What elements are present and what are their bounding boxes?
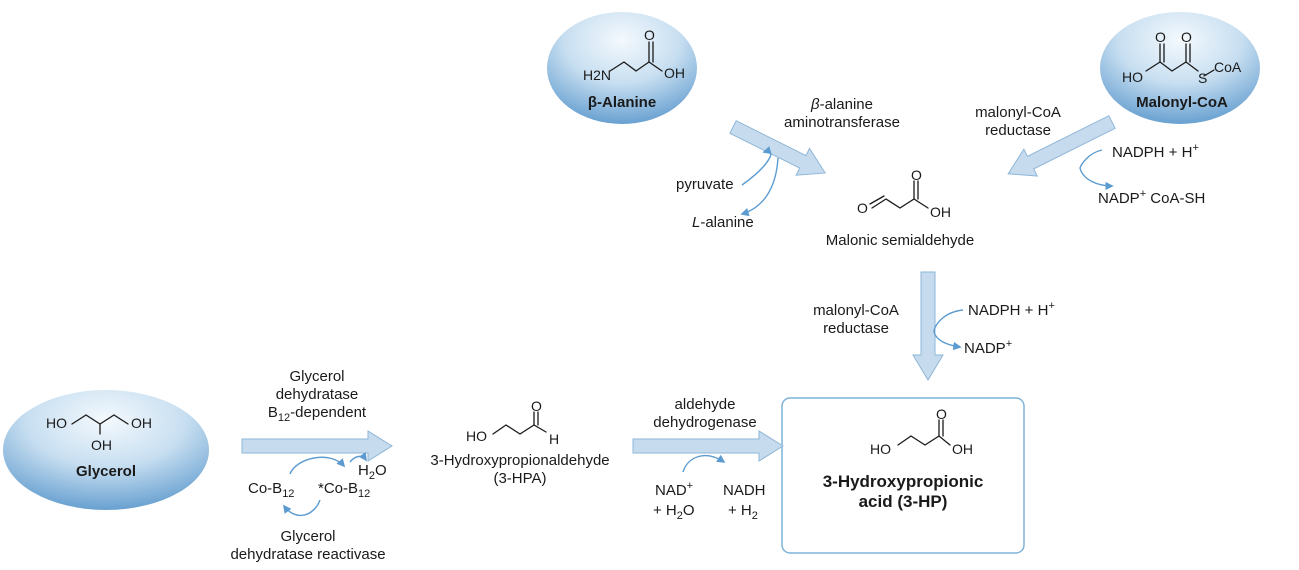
enzyme-beta-alanine-aminotransferase-line-1: β-alanine xyxy=(811,96,873,113)
malonic-semialdehyde-label: Malonic semialdehyde xyxy=(825,232,975,249)
hp-oxygen-atom: O xyxy=(936,406,947,422)
msa-acid-oxygen-atom: O xyxy=(911,167,922,183)
hp-label-line-2: acid (3-HP) xyxy=(858,492,948,511)
glycerol-ellipse xyxy=(3,390,209,510)
enzyme-glycerol-dehydratase: Glycerol dehydratase B12-dependent xyxy=(267,368,367,424)
enzyme-malonyl-coa-reductase-top: malonyl-CoA reductase xyxy=(975,104,1061,140)
malonyl-coa-hydroxyl-atom: HO xyxy=(1122,69,1143,85)
cofactor-plus-h2o: + H2O xyxy=(653,502,695,522)
curve-pyruvate-to-l-alanine xyxy=(741,146,772,186)
msa-hydroxyl-atom: OH xyxy=(930,204,951,220)
beta-alanine-amine-atom: H2N xyxy=(583,67,612,83)
malonyl-coa-sulfur-atom: S xyxy=(1198,70,1208,86)
enzyme-malonyl-coa-reductase-top-line-2: reductase xyxy=(985,122,1051,139)
arrow-beta-alanine-to-msa xyxy=(729,120,827,176)
enzyme-beta-alanine-aminotransferase-line-2: aminotransferase xyxy=(784,114,900,131)
cofactor-nad: NAD+ xyxy=(655,480,694,499)
malonyl-coa-oxygen2-atom: O xyxy=(1181,29,1192,45)
enzyme-glycerol-dehydratase-reactivase: Glycerol dehydratase reactivase xyxy=(230,528,385,564)
hp-label: 3-Hydroxypropionic acid (3-HP) xyxy=(823,472,984,512)
enzyme-beta-alanine-aminotransferase: β-alanine aminotransferase xyxy=(784,96,900,132)
enzyme-malonyl-coa-reductase-vertical: malonyl-CoA reductase xyxy=(813,302,899,338)
cofactor-co-b12-star: *Co-B12 xyxy=(318,480,371,500)
enzyme-aldehyde-dehydrogenase-line-1: aldehyde xyxy=(674,396,736,413)
glycerol-ho-atom: HO xyxy=(46,415,67,431)
glycerol-oh-center-atom: OH xyxy=(91,437,112,453)
curve-cob12-bottom xyxy=(282,499,321,517)
molecule-bonds xyxy=(71,41,1215,446)
cofactor-mid-nadph: NADPH + H+ xyxy=(968,300,1055,319)
enzyme-malonyl-coa-reductase-top-line-1: malonyl-CoA xyxy=(975,104,1061,121)
cofactor-h2o: H2O xyxy=(358,462,387,482)
cofactor-top-nadph: NADPH + H+ xyxy=(1112,142,1199,161)
enzyme-aldehyde-dehydrogenase-line-2: dehydrogenase xyxy=(653,414,757,431)
hpa-ho-atom: HO xyxy=(466,428,487,444)
curve-cob12-top xyxy=(289,456,346,475)
malonyl-coa-oxygen1-atom: O xyxy=(1155,29,1166,45)
malonyl-coa-coa-group: CoA xyxy=(1214,59,1242,75)
cofactor-nadh: NADH xyxy=(723,482,766,499)
glycerol-label: Glycerol xyxy=(75,463,137,480)
enzyme-malonyl-coa-reductase-vertical-line-2: reductase xyxy=(823,320,889,337)
arrow-msa-to-hp xyxy=(912,271,944,381)
hp-hydroxyl-atom: OH xyxy=(952,441,973,457)
cofactor-pyruvate: pyruvate xyxy=(676,176,734,193)
hpa-label-line-2: (3-HPA) xyxy=(493,470,547,487)
malonyl-coa-label: Malonyl-CoA xyxy=(1136,94,1228,111)
malonyl-coa-ellipse xyxy=(1100,12,1260,124)
hpa-oxygen-atom: O xyxy=(531,398,542,414)
arrow-malonyl-coa-to-msa xyxy=(1007,115,1116,177)
msa-aldehyde-oxygen-atom: O xyxy=(857,200,868,216)
curve-h2o xyxy=(349,452,367,463)
cofactor-co-b12: Co-B12 xyxy=(248,480,295,500)
cofactor-plus-h2: + H2 xyxy=(728,502,758,522)
hp-label-line-1: 3-Hydroxypropionic xyxy=(822,472,984,491)
enzyme-glycerol-dehydratase-reactivase-line-1: Glycerol xyxy=(280,528,336,545)
enzyme-glycerol-dehydratase-line-3: B12-dependent xyxy=(267,404,367,424)
beta-alanine-oxygen-atom: O xyxy=(644,27,655,43)
arrow-hpa-to-hp xyxy=(632,430,784,462)
enzyme-glycerol-dehydratase-reactivase-line-2: dehydratase reactivase xyxy=(230,546,386,563)
cofactor-mid-nadp: NADP+ xyxy=(964,338,1013,357)
enzyme-glycerol-dehydratase-line-1: Glycerol xyxy=(289,368,345,385)
hp-product-box xyxy=(781,397,1025,554)
glycerol-oh-right-atom: OH xyxy=(131,415,152,431)
hp-ho-atom: HO xyxy=(870,441,891,457)
beta-alanine-ellipse xyxy=(547,12,697,124)
block-arrows xyxy=(241,115,1116,462)
beta-alanine-hydroxyl-atom: OH xyxy=(664,65,685,81)
enzyme-malonyl-coa-reductase-vertical-line-1: malonyl-CoA xyxy=(813,302,899,319)
curve-nad xyxy=(682,454,726,473)
curve-top-nadph xyxy=(1079,149,1114,191)
curve-mid-nadph xyxy=(933,309,964,351)
enzyme-glycerol-dehydratase-line-2: dehydratase xyxy=(275,386,359,403)
hpa-label: 3-Hydroxypropionaldehyde (3-HPA) xyxy=(430,452,609,488)
hpa-hydrogen-atom: H xyxy=(549,431,560,447)
cofactor-arrows xyxy=(282,146,1114,517)
cofactor-top-nadp-coash: NADP+ CoA-SH xyxy=(1098,188,1206,207)
cofactor-l-alanine: L-alanine xyxy=(692,214,754,231)
curve-l-alanine xyxy=(740,157,779,217)
hpa-label-line-1: 3-Hydroxypropionaldehyde xyxy=(430,452,610,469)
beta-alanine-label: β-Alanine xyxy=(587,94,657,111)
arrow-glycerol-to-hpa xyxy=(241,430,393,462)
enzyme-aldehyde-dehydrogenase: aldehyde dehydrogenase xyxy=(653,396,756,432)
